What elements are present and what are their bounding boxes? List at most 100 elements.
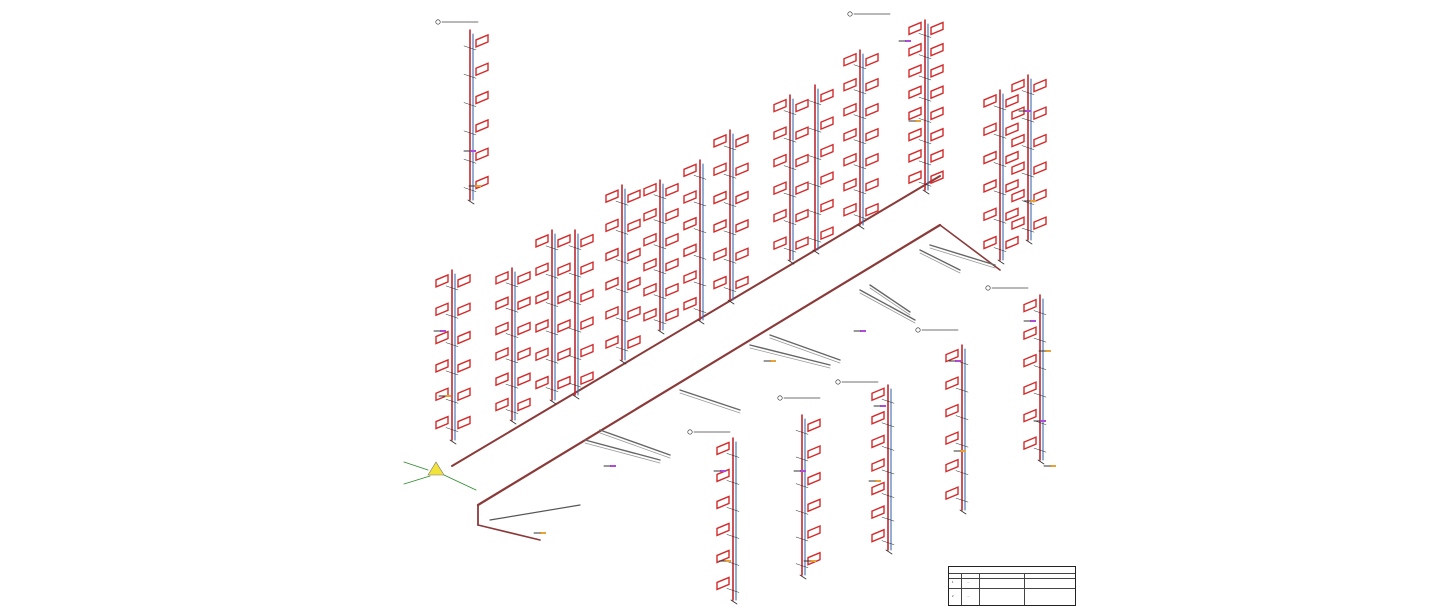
- leader-line: [505, 307, 519, 313]
- radiator-icon: [983, 150, 997, 165]
- leader-line: [1033, 447, 1047, 453]
- diagram-title-marker: [915, 327, 921, 333]
- radiator-icon: [665, 182, 679, 197]
- radiator-icon: [1033, 78, 1047, 93]
- branch-pipe: [599, 429, 671, 456]
- radiator-icon: [716, 522, 730, 537]
- radiator-icon: [795, 236, 809, 251]
- radiator-icon: [773, 126, 787, 141]
- leader-line: [568, 245, 582, 250]
- branch-pipe: [679, 392, 741, 414]
- valve-icon: [922, 189, 930, 195]
- leader-line: [955, 497, 969, 503]
- radiator-icon: [795, 181, 809, 196]
- label-tag: [955, 360, 961, 362]
- radiator-icon: [735, 247, 749, 262]
- radiator-icon: [1005, 122, 1019, 137]
- valve-icon: [727, 299, 735, 305]
- radiator-icon: [495, 270, 509, 285]
- radiator-icon: [773, 208, 787, 223]
- radiator-icon: [795, 98, 809, 113]
- radiator-icon: [1033, 106, 1047, 121]
- leader-line: [568, 272, 582, 278]
- leader-line: [545, 302, 559, 307]
- valve-icon: [730, 599, 738, 605]
- leader-line: [783, 110, 797, 115]
- leader-line: [795, 510, 809, 515]
- leader-line: [545, 359, 559, 364]
- radiator-icon: [517, 321, 531, 336]
- leader-line: [881, 516, 895, 522]
- leader-line: [403, 461, 429, 471]
- leader-line: [545, 330, 559, 336]
- radiator-icon: [1005, 178, 1019, 193]
- radiator-icon: [643, 232, 657, 247]
- radiator-icon: [665, 257, 679, 272]
- radiator-icon: [1023, 326, 1037, 341]
- radiator-icon: [1011, 78, 1025, 93]
- radiator-icon: [795, 126, 809, 141]
- radiator-icon: [843, 127, 857, 142]
- leader-line: [653, 194, 667, 199]
- radiator-icon: [495, 296, 509, 311]
- leader-line: [783, 137, 797, 143]
- radiator-icon: [643, 307, 657, 322]
- leader-line: [545, 274, 559, 279]
- leader-line: [723, 174, 737, 179]
- radiator-icon: [945, 348, 959, 363]
- leader-line: [795, 456, 809, 462]
- leader-line: [723, 230, 737, 236]
- radiator-icon: [683, 216, 697, 231]
- label-tag: [905, 40, 911, 42]
- radiator-icon: [807, 551, 821, 566]
- radiator-icon: [713, 218, 727, 233]
- radiator-icon: [983, 207, 997, 222]
- radiator-icon: [865, 127, 879, 142]
- radiator-icon: [908, 63, 922, 78]
- radiator-icon: [683, 163, 697, 178]
- radiator-icon: [435, 273, 449, 288]
- radiator-icon: [1023, 381, 1037, 396]
- radiator-icon: [945, 458, 959, 473]
- leader-line: [808, 237, 822, 243]
- leader-line: [993, 247, 1007, 252]
- leader-line: [808, 210, 822, 215]
- leader-line: [568, 327, 582, 333]
- leader-line: [568, 382, 582, 388]
- leader-line: [795, 430, 809, 435]
- radiator-icon: [843, 52, 857, 67]
- leader-line: [693, 308, 707, 313]
- label-tag: [470, 150, 476, 152]
- radiator-icon: [735, 218, 749, 233]
- radiator-icon: [605, 305, 619, 320]
- radiator-icon: [627, 334, 641, 350]
- branch-pipe: [477, 524, 541, 541]
- leader-line: [993, 162, 1007, 167]
- leader-line: [955, 470, 969, 475]
- leader-line: [853, 64, 867, 69]
- radiator-icon: [495, 372, 509, 387]
- valve-icon: [449, 439, 457, 445]
- radiator-icon: [983, 178, 997, 193]
- diagram-title-marker: [985, 285, 991, 291]
- radiator-icon: [457, 330, 471, 345]
- radiator-icon: [908, 85, 922, 100]
- leader-line: [443, 474, 477, 491]
- radiator-icon: [735, 162, 749, 177]
- radiator-icon: [1011, 216, 1025, 231]
- leader-line: [1021, 172, 1035, 178]
- radiator-icon: [713, 275, 727, 290]
- spec-table-row: 1 ...: [949, 578, 1075, 589]
- main-return-pipe: [451, 175, 941, 467]
- leader-line: [653, 319, 667, 324]
- radiator-icon: [557, 290, 571, 305]
- radiator-icon: [475, 62, 489, 77]
- leader-line: [993, 190, 1007, 196]
- leader-line: [808, 182, 822, 188]
- radiator-icon: [495, 346, 509, 361]
- radiator-icon: [908, 21, 922, 36]
- radiator-icon: [930, 170, 944, 185]
- radiator-icon: [865, 102, 879, 117]
- leader-line: [1033, 392, 1047, 398]
